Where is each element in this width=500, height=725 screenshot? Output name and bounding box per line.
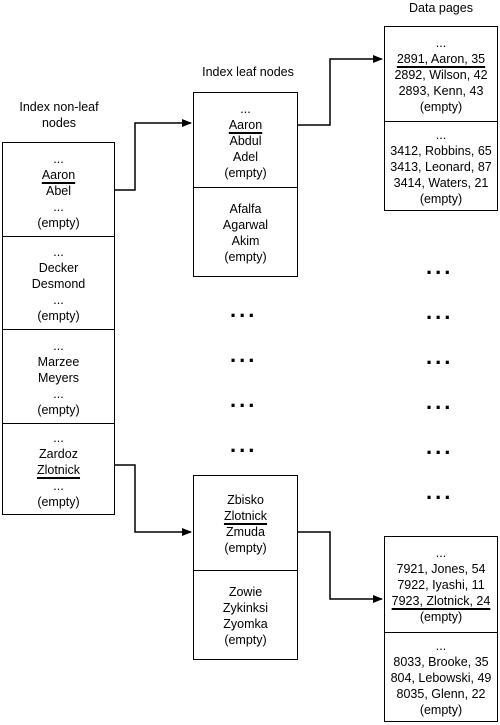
key-entry: ... xyxy=(53,431,64,445)
key-entry: (empty) xyxy=(37,215,80,230)
key-entry: ... xyxy=(435,639,447,653)
key-entry: 2892, Wilson, 42 xyxy=(394,67,488,82)
key-entry: Zykinksi xyxy=(222,601,269,615)
data-page-cell: ... 3412, Robbins, 65 3413, Leonard, 87 341… xyxy=(385,121,497,212)
key-entry: (empty) xyxy=(224,250,267,264)
key-entry: Meyers xyxy=(38,370,79,385)
key-entry: 8033, Brooke, 35 xyxy=(393,655,489,669)
key-entry: Akim xyxy=(231,234,260,248)
key-entry: ... xyxy=(53,293,64,307)
key-entry: ... xyxy=(53,338,64,353)
key-entry: ... xyxy=(53,245,64,259)
arrow-leaf-top-to-data-top xyxy=(298,55,383,126)
key-entry: Adel xyxy=(232,149,259,164)
key-entry: Zmuda xyxy=(226,524,265,539)
key-entry: Afalfa xyxy=(229,202,262,216)
key-entry: 2893, Kenn, 43 xyxy=(398,83,484,98)
key-entry: Agarwal xyxy=(222,218,269,232)
key-entry: ... xyxy=(53,479,64,493)
key-entry: ... xyxy=(435,35,447,50)
key-entry: Zbisko xyxy=(227,492,264,507)
key-entry-underlined: Zlotnick xyxy=(36,463,81,477)
key-entry: 3412, Robbins, 65 xyxy=(390,144,492,158)
key-entry: 7921, Jones, 54 xyxy=(396,562,486,576)
key-entry: (empty) xyxy=(419,703,463,717)
leaf-header: Index leaf nodes xyxy=(202,65,294,79)
key-entry: ... xyxy=(435,128,447,142)
arrow-nonleaf-to-leaf-bottom xyxy=(115,464,192,536)
key-entry: ... xyxy=(53,151,64,166)
arrow-leaf-bottom-to-data-bottom xyxy=(298,531,383,603)
key-entry: Abdul xyxy=(229,133,262,148)
key-entry: Abel xyxy=(45,183,72,198)
key-entry: ... xyxy=(53,386,64,401)
data-page-bottom: ... 7921, Jones, 54 7922, Iyashi, 11 7923, … xyxy=(384,536,498,722)
key-entry: (empty) xyxy=(37,309,80,323)
key-entry: 8035, Glenn, 22 xyxy=(396,687,486,701)
key-entry: (empty) xyxy=(37,402,80,417)
key-entry: 7922, Iyashi, 11 xyxy=(397,578,485,592)
key-entry-underlined: Aaron xyxy=(41,167,76,182)
non-leaf-header-line-1: Index non-leaf xyxy=(19,100,99,114)
key-entry: (empty) xyxy=(224,540,267,555)
data-page-cell: ... 8033, Brooke, 35 804, Lebowski, 49 8035… xyxy=(385,632,497,723)
non-leaf-header-line-2: nodes xyxy=(41,116,77,130)
key-entry: (empty) xyxy=(224,633,267,647)
key-entry: (empty) xyxy=(37,495,80,509)
data-pages-header: Data pages xyxy=(409,1,473,15)
key-entry-underlined: Zlotnick xyxy=(223,508,268,523)
key-entry: 804, Lebowski, 49 xyxy=(390,671,492,685)
key-entry-underlined: Aaron xyxy=(228,117,263,132)
key-entry: ... xyxy=(240,101,251,116)
key-entry: Zyomka xyxy=(223,617,268,631)
key-entry: Zowie xyxy=(228,585,263,599)
key-entry-underlined: 2891, Aaron, 35 xyxy=(396,51,486,66)
key-entry: Marzee xyxy=(37,354,80,369)
key-entry: ... xyxy=(435,546,447,560)
key-entry: 3413, Leonard, 87 xyxy=(390,160,492,174)
key-entry: (empty) xyxy=(224,165,267,180)
arrow-nonleaf-to-leaf-top xyxy=(115,119,192,191)
key-entry: (empty) xyxy=(419,99,463,114)
key-entry: 3414, Waters, 21 xyxy=(393,176,489,190)
key-entry: Zardoz xyxy=(39,447,78,461)
data-page-cell: ... 7921, Jones, 54 7922, Iyashi, 11 7923, … xyxy=(385,537,497,633)
key-entry: ... xyxy=(53,199,64,214)
non-leaf-header: Index non-leaf nodes xyxy=(0,99,118,131)
key-entry: (empty) xyxy=(419,610,463,624)
key-entry: Decker xyxy=(38,261,79,275)
key-entry: (empty) xyxy=(419,192,463,206)
key-entry-underlined: 7923, Zlotnick, 24 xyxy=(391,594,491,608)
key-entry: Desmond xyxy=(31,277,86,291)
